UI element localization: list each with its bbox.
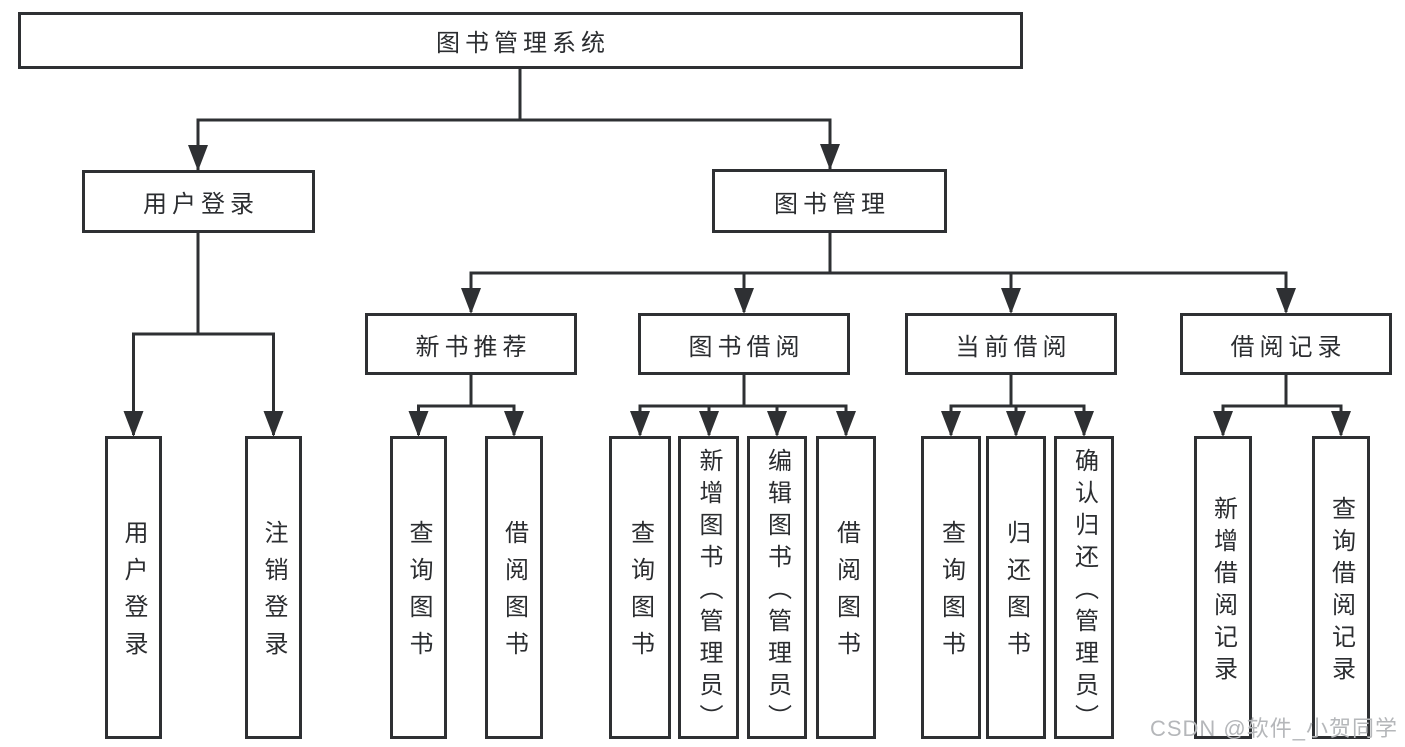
node-borrow-records: 借阅记录 [1180,313,1392,375]
node-leaf-query-books-current: 查询图书 [921,436,981,739]
node-book-borrow: 图书借阅 [638,313,850,375]
node-leaf-user-login-action: 用户登录 [105,436,162,739]
node-label: 当前借阅 [955,333,1072,361]
node-label: 归还图书 [1002,520,1030,668]
node-leaf-edit-books-admin: 编辑图书（管理员） [747,436,807,739]
node-leaf-logout: 注销登录 [245,436,302,739]
node-new-book-recommend: 新书推荐 [365,313,577,375]
node-label: 注销登录 [260,520,287,668]
node-user-login: 用户登录 [82,170,315,233]
node-label: 借阅图书 [500,520,528,668]
node-leaf-query-borrow-record: 查询借阅记录 [1312,436,1370,739]
node-label: 查询借阅记录 [1327,495,1355,688]
node-leaf-borrow-books-recommend: 借阅图书 [485,436,543,739]
node-label: 图书借阅 [688,333,805,361]
watermark: CSDN @软件_小贺同学 [1149,716,1398,741]
node-leaf-borrow-books: 借阅图书 [816,436,876,739]
node-leaf-query-books-recommend: 查询图书 [390,436,447,739]
node-current-borrow: 当前借阅 [905,313,1117,375]
node-label: 借阅图书 [832,520,860,668]
node-label: 查询图书 [626,520,654,668]
node-leaf-add-books-admin: 新增图书（管理员） [678,436,739,739]
node-leaf-return-books: 归还图书 [986,436,1046,739]
node-label: 用户登录 [120,520,147,668]
node-library-management-system: 图书管理系统 [18,12,1023,69]
node-leaf-add-borrow-record: 新增借阅记录 [1194,436,1252,739]
node-book-management: 图书管理 [712,169,947,233]
node-leaf-confirm-return-admin: 确认归还（管理员） [1054,436,1114,739]
node-label: 新增借阅记录 [1209,495,1237,688]
node-label: 新增图书（管理员） [695,447,722,736]
node-leaf-query-books-borrow: 查询图书 [609,436,671,739]
node-label: 新书推荐 [415,333,532,361]
node-label: 借阅记录 [1230,333,1347,361]
node-label: 图书管理系统 [436,30,610,57]
node-label: 查询图书 [937,520,965,668]
node-label: 图书管理 [774,190,890,218]
node-label: 编辑图书（管理员） [763,447,791,736]
node-label: 用户登录 [143,191,259,218]
node-label: 查询图书 [405,520,432,668]
node-label: 确认归还（管理员） [1070,447,1098,736]
arrowhead-icons [123,144,1351,437]
